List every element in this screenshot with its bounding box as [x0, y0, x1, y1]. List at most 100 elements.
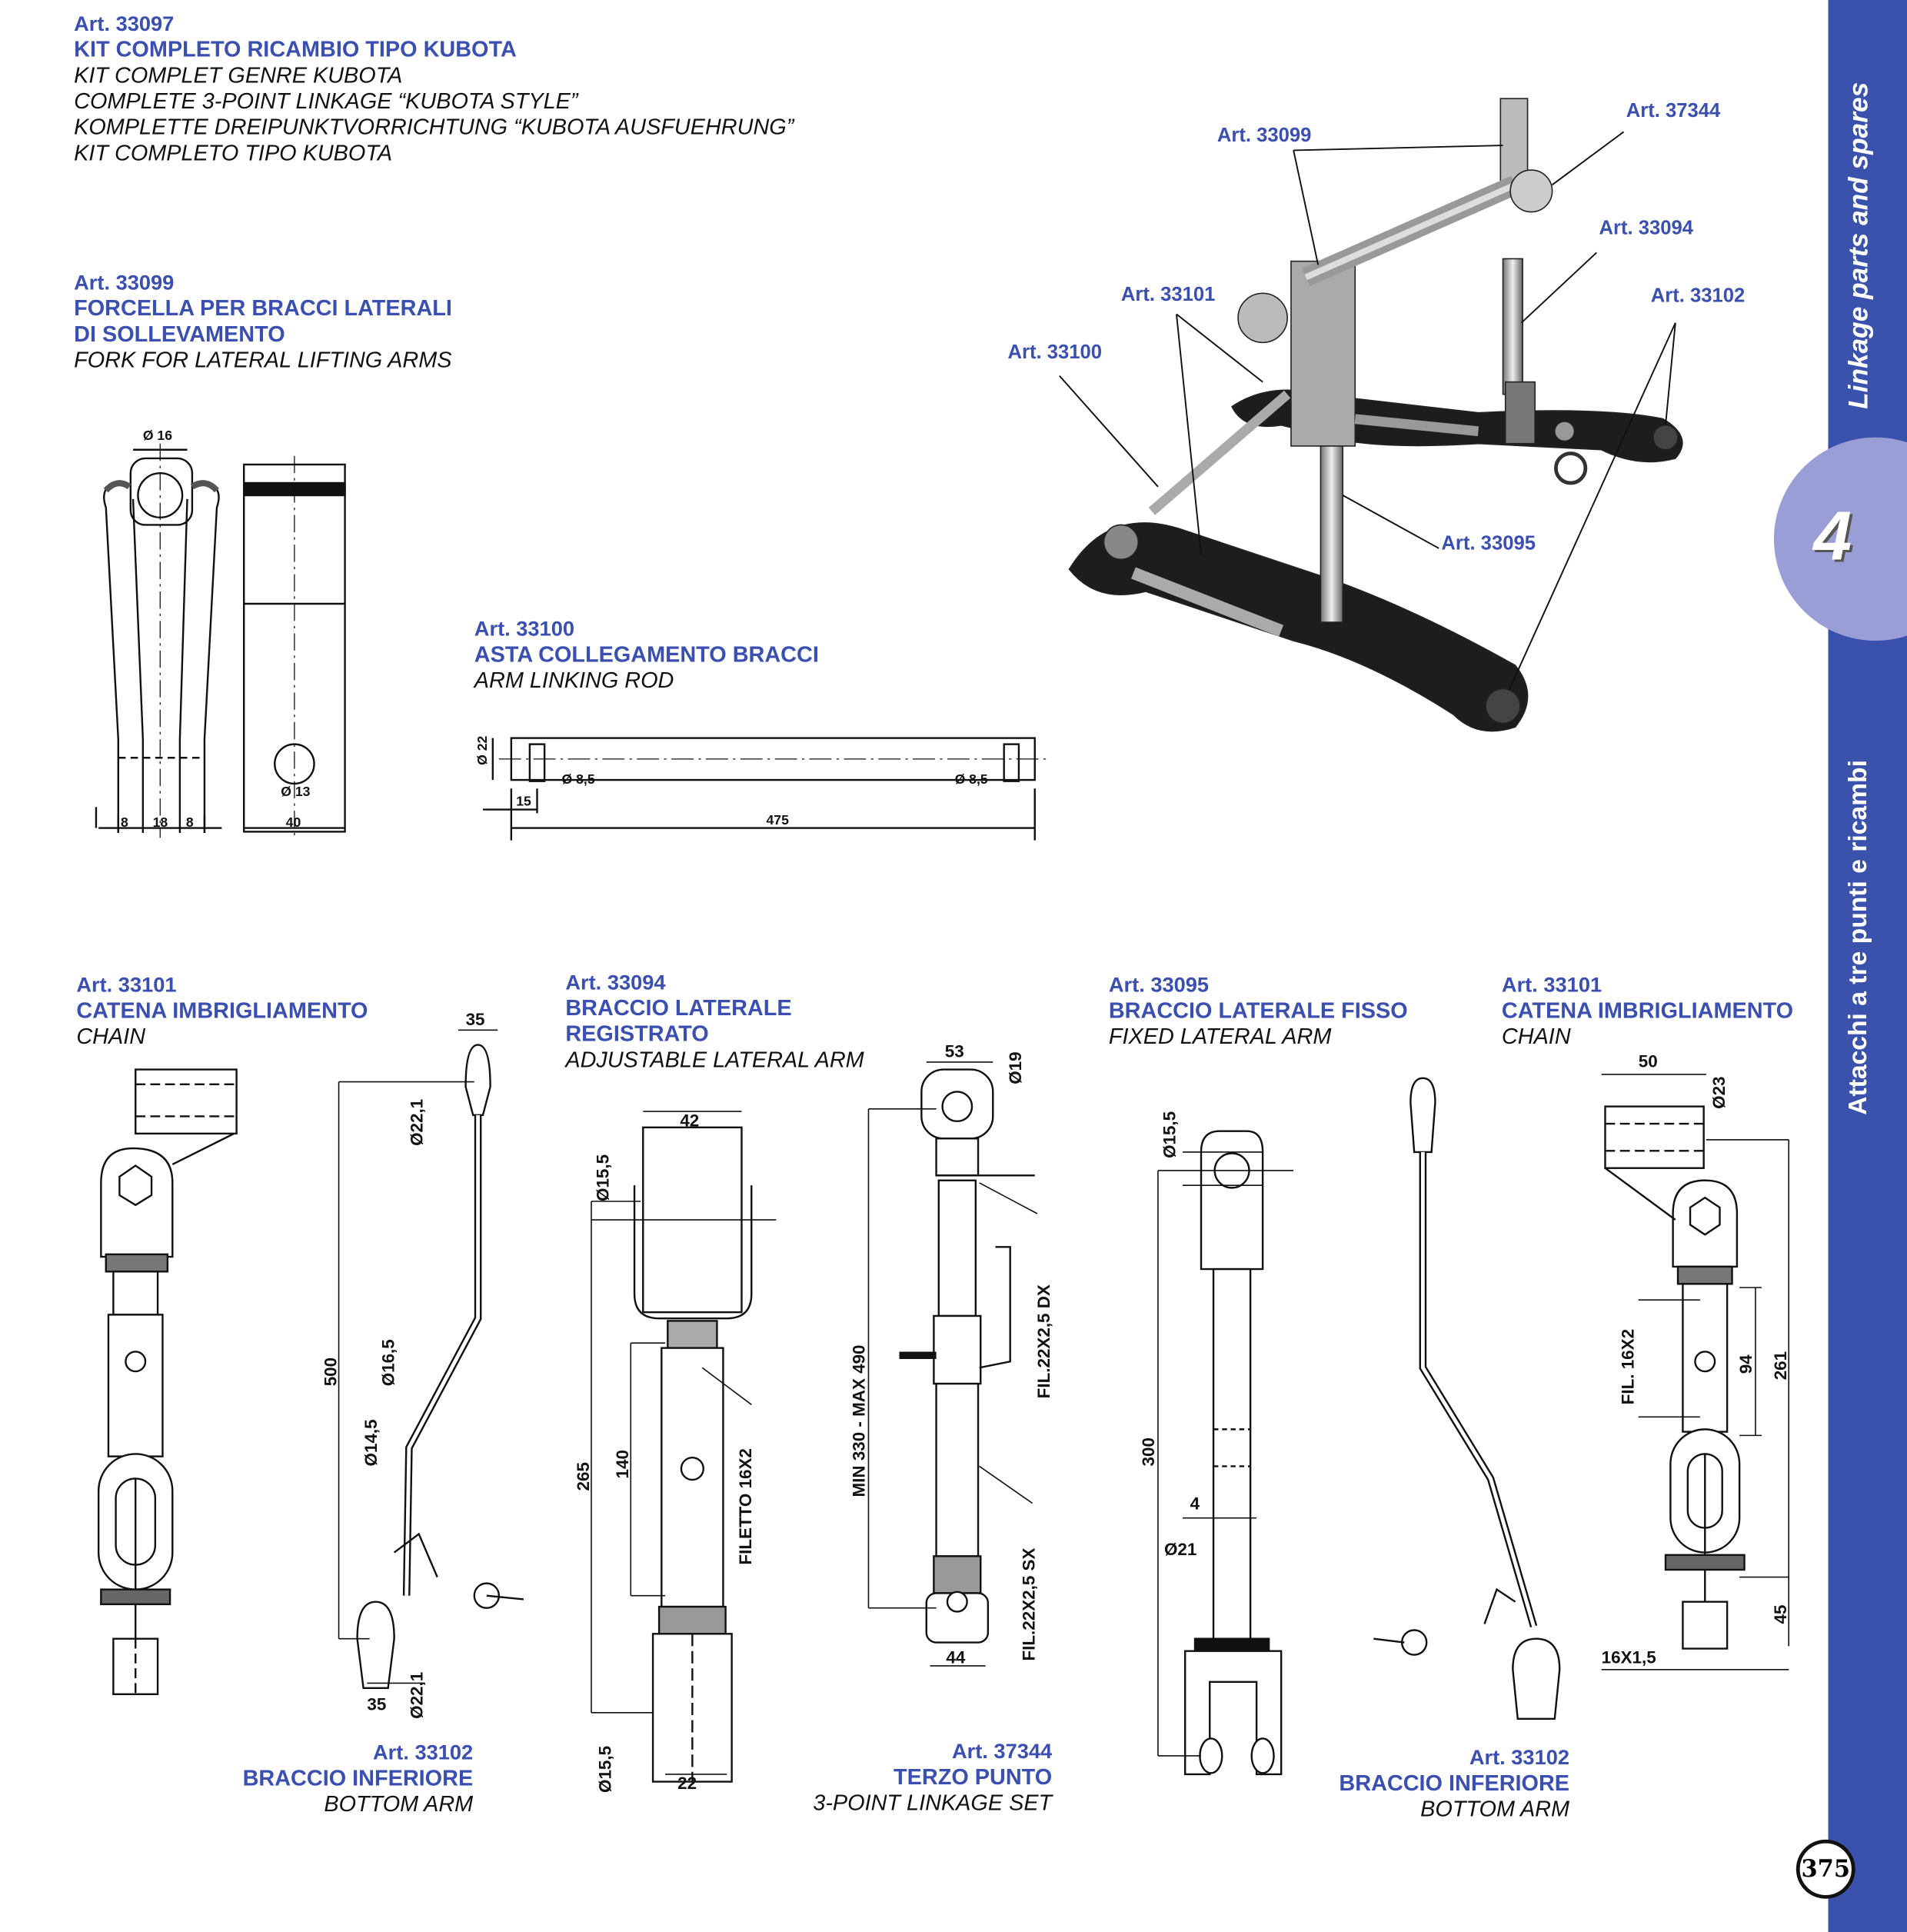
fork-block: Art. 33099 FORCELLA PER BRACCI LATERALI …: [74, 271, 452, 373]
chain-right-drawing: [1604, 1105, 1746, 1650]
fork-subtitle: FORK FOR LATERAL LIFTING ARMS: [74, 347, 452, 372]
photo-callout: Art. 33102: [1650, 285, 1746, 307]
fork-side-drawing: [243, 455, 346, 838]
top-link-drawing: [899, 1068, 1035, 1644]
technical-drawings: Ø 16 8 18 8 Ø 13 40 Ø 22 Ø 8: [95, 98, 1790, 1793]
fork-title-2: DI SOLLEVAMENTO: [74, 321, 285, 347]
fork-front-drawing: [95, 443, 222, 838]
chapter-number: 4: [1813, 496, 1852, 575]
chain-right-dim-bolt: 16X1,5: [1602, 1648, 1656, 1667]
top-link-dim-dx: FIL.22X2,5 DX: [1034, 1284, 1053, 1398]
top-link-dim-bot: 44: [946, 1648, 965, 1667]
top-link-dim-d1: Ø19: [1006, 1051, 1025, 1084]
rod-block: Art. 33100 ASTA COLLEGAMENTO BRACCI ARM …: [474, 618, 819, 694]
kit-line: KOMPLETTE DREIPUNKTVORRICHTUNG “KUBOTA A…: [74, 114, 794, 140]
adjustable-arm-dims: [591, 1111, 777, 1775]
kit-line: KIT COMPLET GENRE KUBOTA: [74, 62, 403, 88]
chain-right-block: Art. 33101 CATENA IMBRIGLIAMENTO CHAIN: [1502, 974, 1793, 1050]
fixed-arm-subtitle: FIXED LATERAL ARM: [1108, 1024, 1332, 1049]
rod-dim-length: 475: [766, 812, 789, 828]
chain-left-drawing: [97, 1068, 238, 1696]
kit-photo: [1068, 98, 1683, 732]
top-link-dim-range: MIN 330 - MAX 490: [850, 1344, 869, 1497]
bottom-arm-right-drawing: [1373, 1077, 1561, 1720]
adjustable-arm-subtitle: ADJUSTABLE LATERAL ARM: [565, 1047, 864, 1072]
chain-right-dim-mid: 94: [1736, 1354, 1756, 1374]
adjustable-arm-dim-mid: 140: [613, 1450, 632, 1478]
fixed-arm-drawing: [1183, 1130, 1283, 1776]
fixed-arm-dim-d2: Ø21: [1164, 1540, 1196, 1559]
photo-callout: Art. 33094: [1599, 218, 1694, 239]
chain-right-dim-thread: FIL. 16X2: [1618, 1329, 1637, 1404]
fixed-arm-dim-len: 300: [1139, 1437, 1158, 1466]
rod-art: Art. 33100: [474, 617, 575, 641]
chain-right-dim-d1: Ø23: [1709, 1076, 1729, 1108]
adjustable-arm-art: Art. 33094: [565, 971, 666, 994]
fixed-arm-art: Art. 33095: [1108, 973, 1210, 998]
photo-callout: Art. 33101: [1120, 285, 1216, 306]
rod-dim-hole-l: Ø 8,5: [562, 771, 595, 787]
bottom-arm-left-art: Art. 33102: [372, 1740, 474, 1765]
fork-dim-w2: 18: [153, 814, 168, 830]
top-link-dim-sx: FIL.22X2,5 SX: [1020, 1548, 1039, 1661]
page-number: 375: [1796, 1839, 1855, 1899]
rod-drawing: [483, 737, 1047, 841]
top-link-art: Art. 37344: [951, 1740, 1053, 1764]
fixed-arm-dims: [1157, 1151, 1294, 1757]
chain-left-art: Art. 33101: [76, 973, 177, 998]
fork-dim-top: Ø 16: [143, 428, 172, 443]
top-link-dims: [867, 1061, 1038, 1667]
kit-art: Art. 33097: [74, 12, 175, 36]
rod-title: ASTA COLLEGAMENTO BRACCI: [474, 641, 819, 667]
chain-left-title: CATENA IMBRIGLIAMENTO: [76, 998, 368, 1023]
kit-block: Art. 33097 KIT COMPLETO RICAMBIO TIPO KU…: [74, 12, 794, 166]
fixed-arm-block: Art. 33095 BRACCIO LATERALE FISSO FIXED …: [1109, 974, 1408, 1050]
adjustable-arm-title: BRACCIO LATERALE: [565, 995, 792, 1021]
adjustable-arm-dim-top: 42: [680, 1111, 699, 1130]
bottom-arm-left-dim-d2: Ø16,5: [379, 1339, 398, 1386]
chain-left-subtitle: CHAIN: [76, 1024, 146, 1049]
kit-line: COMPLETE 3-POINT LINKAGE “KUBOTA STYLE”: [74, 88, 578, 114]
fixed-arm-dim-gap: 4: [1190, 1494, 1200, 1514]
bottom-arm-left-dim-len: 500: [321, 1357, 340, 1386]
bottom-arm-right-title: BRACCIO INFERIORE: [1339, 1770, 1570, 1796]
top-link-subtitle: 3-POINT LINKAGE SET: [813, 1790, 1053, 1815]
photo-leader-lines: [1059, 131, 1676, 691]
adjustable-arm-dim-d2: Ø15,5: [596, 1746, 615, 1793]
top-link-block: Art. 37344 TERZO PUNTO 3-POINT LINKAGE S…: [764, 1740, 1052, 1816]
kit-line: KIT COMPLETO TIPO KUBOTA: [74, 140, 393, 165]
chapter-sidebar: [1828, 0, 1907, 1932]
chain-right-dim-len: 261: [1771, 1351, 1790, 1380]
bottom-arm-left-block: Art. 33102 BRACCIO INFERIORE BOTTOM ARM: [185, 1740, 474, 1817]
rod-subtitle: ARM LINKING ROD: [474, 668, 674, 693]
fork-dim-hole: Ø 13: [281, 784, 310, 799]
fixed-arm-dim-d1: Ø15,5: [1160, 1111, 1179, 1158]
bottom-arm-left-drawing: [356, 1044, 524, 1689]
photo-callout: Art. 33095: [1441, 533, 1536, 555]
rod-dim-dia: Ø 22: [474, 735, 490, 764]
top-link-dim-top: 53: [945, 1042, 964, 1061]
chain-right-title: CATENA IMBRIGLIAMENTO: [1501, 998, 1794, 1023]
chain-right-dim-bot: 45: [1771, 1605, 1790, 1624]
bottom-arm-left-dim-bot: 35: [367, 1695, 386, 1714]
kit-title: KIT COMPLETO RICAMBIO TIPO KUBOTA: [74, 37, 517, 62]
chain-right-subtitle: CHAIN: [1501, 1024, 1571, 1049]
sidebar-bottom-text: Attacchi a tre punti e ricambi: [1844, 760, 1873, 1115]
chain-right-art: Art. 33101: [1501, 973, 1602, 998]
bottom-arm-right-block: Art. 33102 BRACCIO INFERIORE BOTTOM ARM: [1281, 1746, 1569, 1822]
adjustable-arm-title-2: REGISTRATO: [565, 1021, 709, 1047]
chain-right-dim-top: 50: [1639, 1051, 1658, 1071]
fixed-arm-title: BRACCIO LATERALE FISSO: [1108, 998, 1408, 1023]
rod-dim-hole-r: Ø 8,5: [955, 771, 988, 787]
photo-callout: Art. 33100: [1007, 342, 1103, 364]
adjustable-arm-dim-len: 265: [574, 1462, 593, 1491]
fork-dim-side: 40: [286, 814, 301, 830]
bottom-arm-left-subtitle: BOTTOM ARM: [324, 1791, 474, 1817]
adjustable-arm-dim-d1: Ø15,5: [593, 1154, 612, 1201]
top-link-title: TERZO PUNTO: [894, 1764, 1053, 1790]
fork-dim-w1: 8: [121, 814, 128, 830]
fork-title: FORCELLA PER BRACCI LATERALI: [74, 295, 452, 321]
bottom-arm-left-dim-d4: Ø22,1: [408, 1672, 427, 1719]
adjustable-arm-dim-bot: 22: [677, 1774, 697, 1793]
